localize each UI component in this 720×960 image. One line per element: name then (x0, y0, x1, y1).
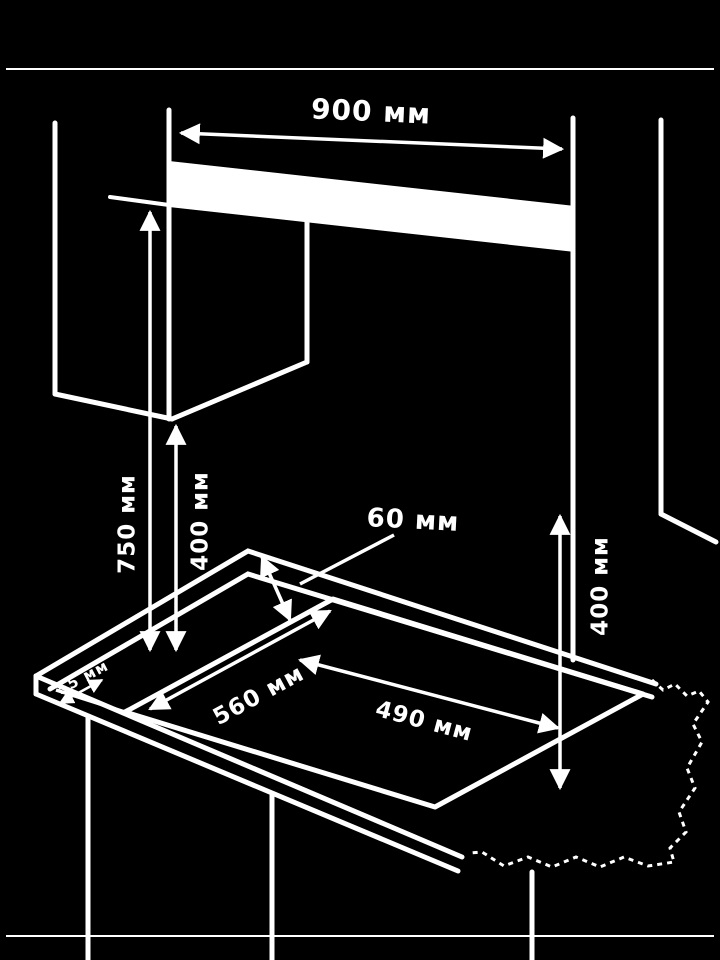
hood-extension-line (108, 195, 171, 207)
dimension-arrow-top-width (178, 123, 565, 159)
cabinet-bottom-side (169, 359, 310, 422)
worktop-front-thickness (33, 691, 461, 874)
dimension-label-cutout-width: 560 мм (209, 660, 309, 730)
dimension-arrow-edge-gap (58, 678, 104, 705)
wall-cabinet-left (52, 218, 310, 422)
torn-edge-break-lines (469, 678, 710, 869)
dimension-arrow-rear-gap (260, 555, 292, 622)
dimension-label-height-to-cabinet: 400 мм (188, 471, 214, 571)
right-cabinet-bottom-edge (658, 511, 719, 545)
hood-bottom-panel (169, 161, 575, 252)
dimension-arrow-cutout-width (148, 609, 332, 711)
page-border (6, 68, 714, 937)
base-cabinet-lines (85, 713, 535, 960)
rear-gap-leader-line (299, 533, 395, 586)
hood-band (108, 161, 575, 252)
dimension-label-rear-gap: 60 мм (366, 503, 460, 538)
dimension-arrows (58, 123, 571, 791)
cabinet-bottom-front (52, 391, 175, 422)
dimension-label-top-width: 900 мм (310, 92, 431, 130)
dimension-label-height-to-hood: 750 мм (115, 474, 141, 574)
dimension-arrow-cutout-depth (297, 654, 561, 734)
cutout-opening (55, 596, 646, 810)
worktop-back-rim-outer (33, 548, 659, 687)
dimension-label-right-height: 400 мм (588, 536, 614, 636)
